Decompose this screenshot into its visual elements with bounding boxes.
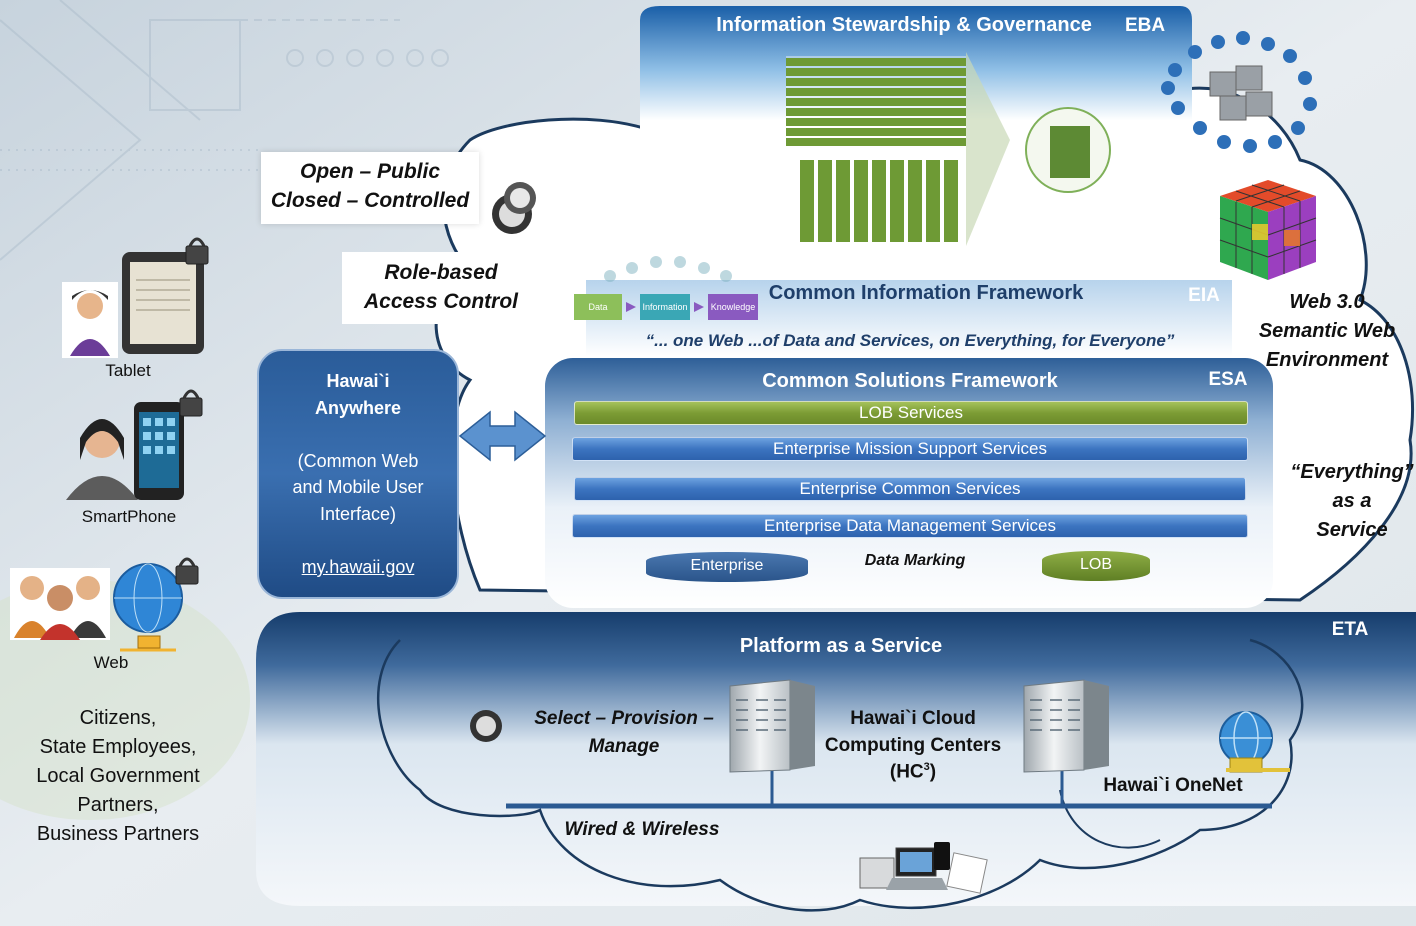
mission-support-services-bar: Enterprise Mission Support Services — [572, 437, 1248, 461]
users-line: Business Partners — [36, 823, 200, 845]
users-line: State Employees, — [39, 736, 197, 758]
device-label-smartphone: SmartPhone — [81, 507, 177, 526]
eia-flow-data: Data — [574, 294, 622, 320]
hawaii-anywhere-desc-1: (Common Web — [297, 451, 419, 471]
users-list: Citizens, State Employees, Local Governm… — [20, 704, 216, 849]
access-control-label: Access Control — [363, 290, 519, 313]
my-hawaii-gov-link[interactable]: my.hawaii.gov — [301, 557, 415, 577]
arrow-right-icon — [694, 302, 704, 312]
eaas-line-2: as a — [1332, 490, 1372, 512]
users-line: Citizens, — [79, 707, 157, 729]
web30-line-3: Environment — [1265, 349, 1389, 371]
eta-tag: ETA — [1331, 619, 1369, 640]
hawaii-anywhere-desc-2: and Mobile User — [292, 477, 424, 497]
hc3-superscript: 3 — [923, 761, 930, 773]
users-line: Local Government — [36, 765, 200, 787]
web30-line-2: Semantic Web — [1258, 320, 1396, 342]
eia-flow-information: Information — [640, 294, 690, 320]
arrow-right-icon — [626, 302, 636, 312]
hc3-line-2: Computing Centers — [824, 735, 1002, 756]
web30-line-1: Web 3.0 — [1289, 291, 1365, 313]
hc3-line-1: Hawai`i Cloud — [850, 708, 976, 729]
hc3-line-3: (HC3) — [818, 761, 1008, 783]
eia-flow-knowledge: Knowledge — [708, 294, 758, 320]
eba-title: Information Stewardship & Governance — [716, 14, 1092, 36]
enterprise-database: Enterprise — [646, 552, 808, 582]
hc3-suffix: ) — [929, 761, 937, 783]
open-public-label: Open – Public — [299, 160, 441, 183]
select-provision-label: Select – Provision – — [534, 708, 714, 729]
everything-as-a-service: “Everything” as a Service — [1282, 458, 1416, 545]
eia-tag: EIA — [1188, 285, 1220, 306]
hawaii-anywhere-title-1: Hawai`i — [326, 371, 390, 391]
eaas-line-1: “Everything” — [1290, 461, 1414, 483]
closed-controlled-label: Closed – Controlled — [270, 189, 470, 212]
users-line: Partners, — [77, 794, 159, 816]
hawaii-anywhere-desc-3: Interface) — [319, 504, 397, 524]
eba-tag: EBA — [1124, 15, 1166, 36]
device-label-tablet: Tablet — [105, 361, 151, 380]
role-based-label: Role-based — [384, 261, 498, 284]
lob-services-bar: LOB Services — [574, 401, 1248, 425]
eta-title: Platform as a Service — [739, 635, 943, 657]
wired-wireless-label: Wired & Wireless — [564, 819, 720, 840]
data-management-services-bar: Enterprise Data Management Services — [572, 514, 1248, 538]
esa-tag: ESA — [1208, 369, 1248, 390]
eia-quote: “... one Web ...of Data and Services, on… — [645, 331, 1175, 350]
eaas-line-3: Service — [1316, 519, 1388, 541]
device-label-web: Web — [93, 653, 129, 672]
eia-title: Common Information Framework — [768, 282, 1084, 304]
hawaii-anywhere-title-2: Anywhere — [314, 398, 402, 418]
common-services-bar: Enterprise Common Services — [574, 477, 1246, 501]
open-closed-callout: Open – Public Closed – Controlled — [261, 152, 479, 224]
data-marking-label: Data Marking — [864, 552, 966, 569]
lob-database: LOB — [1042, 551, 1150, 581]
web30-label: Web 3.0 Semantic Web Environment — [1250, 288, 1404, 375]
onenet-label: Hawai`i OneNet — [1103, 775, 1243, 796]
esa-title: Common Solutions Framework — [762, 370, 1058, 392]
manage-label: Manage — [588, 736, 660, 757]
role-based-callout: Role-based Access Control — [342, 252, 540, 324]
hc3-prefix: (HC — [889, 761, 924, 783]
